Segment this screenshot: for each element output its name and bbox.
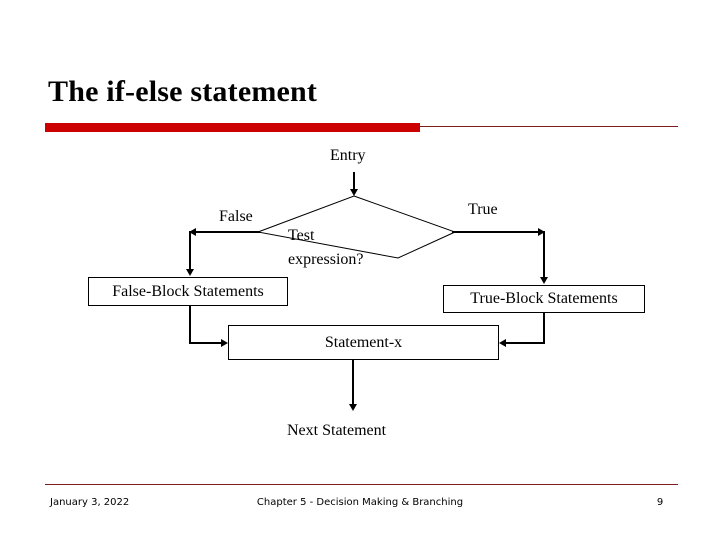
- false-merge-arrowhead: [221, 339, 228, 347]
- false-branch-label: False: [219, 208, 253, 225]
- true-branch-label: True: [468, 201, 498, 218]
- false-merge-horizontal-line: [189, 342, 224, 344]
- true-block-box: True-Block Statements: [443, 285, 645, 313]
- true-merge-vertical-line: [543, 313, 545, 343]
- title-accent-bar: [45, 123, 420, 132]
- decision-text-line1: Test: [288, 227, 315, 244]
- true-branch-line: [452, 231, 540, 233]
- true-vertical-line: [543, 231, 545, 279]
- footer-page-number: 9: [656, 497, 664, 508]
- flowchart-entry-label: Entry: [330, 147, 366, 164]
- next-statement-arrowhead: [349, 404, 357, 411]
- decision-diamond-text: Test expression?: [288, 224, 364, 272]
- false-branch-arrowhead: [189, 228, 196, 236]
- false-vertical-line: [189, 231, 191, 271]
- true-branch-arrowhead: [538, 228, 545, 236]
- decision-text-line2: expression?: [288, 251, 364, 268]
- page-title: The if-else statement: [48, 75, 318, 108]
- footer-chapter: Chapter 5 - Decision Making & Branching: [256, 497, 464, 508]
- entry-connector-line: [353, 172, 355, 190]
- false-branch-line: [196, 231, 260, 233]
- footer-date: January 3, 2022: [50, 497, 130, 508]
- true-merge-arrowhead: [499, 339, 506, 347]
- false-block-arrowhead: [186, 269, 194, 276]
- true-block-arrowhead: [540, 277, 548, 284]
- entry-arrowhead: [350, 189, 358, 196]
- false-block-box: False-Block Statements: [88, 277, 288, 306]
- statement-x-box: Statement-x: [228, 325, 499, 360]
- footer-rule: [45, 484, 678, 485]
- title-thin-rule: [420, 126, 678, 127]
- false-merge-vertical-line: [189, 306, 191, 343]
- next-statement-line: [352, 360, 354, 406]
- next-statement-label: Next Statement: [287, 422, 387, 439]
- true-merge-horizontal-line: [505, 342, 545, 344]
- decision-diamond: [256, 195, 457, 259]
